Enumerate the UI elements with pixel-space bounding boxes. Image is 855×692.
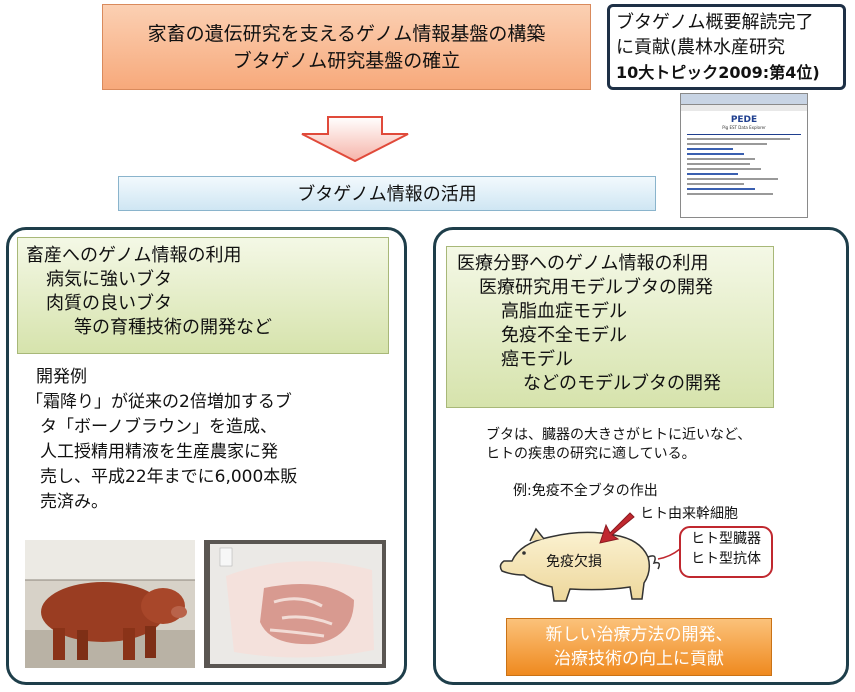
note-line-2: ヒトの疾患の研究に適している。 <box>486 446 696 462</box>
news-line-2: に貢献(農林水産研究 <box>616 37 786 58</box>
medical-sub: 医療研究用モデルブタの開発 <box>479 277 713 298</box>
news-line-3: 10大トピック2009:第4位) <box>616 63 820 82</box>
callout-line-1: ヒト型臓器 <box>691 531 761 547</box>
news-callout: ブタゲノム概要解読完了 に貢献(農林水産研究 10大トピック2009:第4位) <box>607 4 846 90</box>
medical-item-2: 免疫不全モデル <box>501 325 627 346</box>
livestock-genome-box: 畜産へのゲノム情報の利用 病気に強いブタ 肉質の良いブタ 等の育種技術の開発など <box>17 237 389 354</box>
browser-address-bar <box>681 105 807 111</box>
example-title: 開発例 <box>36 367 87 387</box>
stem-cell-label: ヒト由来幹細胞 <box>640 506 738 522</box>
human-type-callout: ヒト型臓器 ヒト型抗体 <box>680 529 772 569</box>
medical-genome-box: 医療分野へのゲノム情報の利用 医療研究用モデルブタの開発 高脂血症モデル 免疫不… <box>446 246 774 408</box>
news-line-1: ブタゲノム概要解読完了 <box>616 12 814 33</box>
title-line-2: ブタゲノム研究基盤の確立 <box>232 50 461 72</box>
utilize-banner: ブタゲノム情報の活用 <box>118 176 656 211</box>
example-line-5: 売済み。 <box>40 492 108 512</box>
result-line-1: 新しい治療方法の開発、 <box>545 625 733 645</box>
marbled-meat-photo <box>204 540 386 668</box>
example-line-4: 売し、平成22年までに6,000本販 <box>40 467 298 487</box>
pede-logo: PEDE <box>730 115 758 125</box>
pig-deficiency-label: 免疫欠損 <box>546 554 602 570</box>
medical-item-1: 高脂血症モデル <box>501 301 627 322</box>
livestock-item-1: 病気に強いブタ <box>46 269 172 290</box>
pig-photo <box>25 540 195 668</box>
main-title-box: 家畜の遺伝研究を支えるゲノム情報基盤の構築 ブタゲノム研究基盤の確立 <box>102 4 591 90</box>
callout-line-2: ヒト型抗体 <box>691 551 761 567</box>
browser-toolbar <box>681 94 807 105</box>
pig-suitability-note: ブタは、臓器の大きさがヒトに近いなど、 ヒトの疾患の研究に適している。 <box>486 426 826 464</box>
livestock-heading: 畜産へのゲノム情報の利用 <box>26 245 242 266</box>
development-example: 開発例 「霜降り」が従来の2倍増加するブ タ「ボーノブラウン」を造成、 人工授精… <box>26 365 396 515</box>
medical-heading: 医療分野へのゲノム情報の利用 <box>457 253 709 274</box>
pede-text-lines <box>687 138 801 195</box>
example-line-1: 「霜降り」が従来の2倍増加するブ <box>26 392 292 412</box>
immunodeficient-example: 例:免疫不全ブタの作出 <box>513 483 658 499</box>
contribution-box: 新しい治療方法の開発、 治療技術の向上に貢献 <box>506 618 772 676</box>
pede-divider <box>687 134 801 135</box>
note-line-1: ブタは、臓器の大きさがヒトに近いなど、 <box>486 427 752 443</box>
medical-tail: などのモデルブタの開発 <box>523 373 721 394</box>
livestock-item-2: 肉質の良いブタ <box>46 293 172 314</box>
example-line-2: タ「ボーノブラウン」を造成、 <box>40 417 277 437</box>
example-line-3: 人工授精用精液を生産農家に発 <box>40 442 278 462</box>
result-line-2: 治療技術の向上に貢献 <box>554 649 724 669</box>
title-line-1: 家畜の遺伝研究を支えるゲノム情報基盤の構築 <box>147 23 546 45</box>
pede-subtitle: Pig EST Data Explorer <box>722 125 766 130</box>
down-arrow-icon <box>301 116 409 162</box>
pede-screenshot: PEDE Pig EST Data Explorer <box>680 93 808 218</box>
medical-item-3: 癌モデル <box>501 349 573 370</box>
livestock-tail: 等の育種技術の開発など <box>74 317 272 338</box>
immunodeficient-pig-diagram <box>499 512 773 602</box>
